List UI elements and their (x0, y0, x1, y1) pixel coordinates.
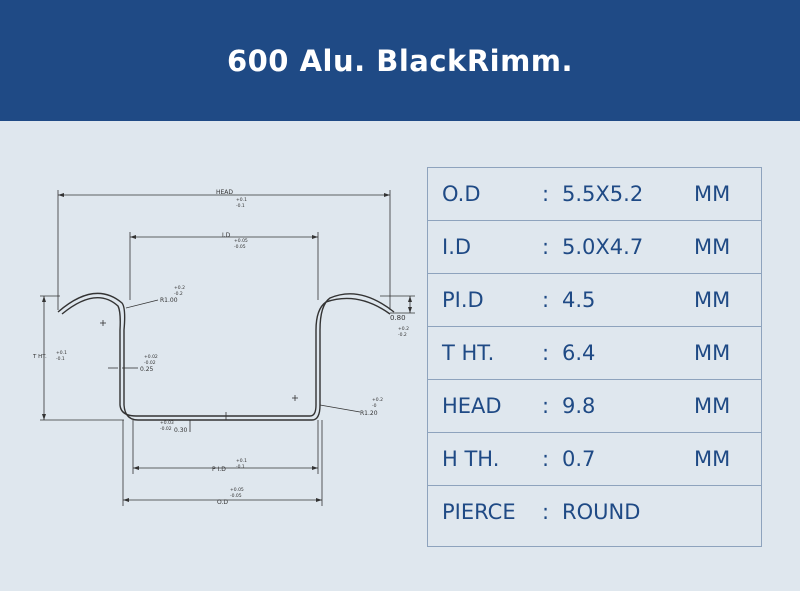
head-tol-plus: +0.1 (236, 197, 247, 203)
tht-tol-minus: -0.1 (56, 356, 65, 362)
spec-colon: : (542, 500, 550, 524)
spec-table: O.D : 5.5X5.2 MM I.D : 5.0X4.7 MM PI.D :… (427, 167, 762, 547)
spec-colon: : (542, 394, 550, 418)
head-tol-minus: -0.1 (236, 203, 245, 209)
id-dim-label: I.D (222, 232, 231, 239)
spec-row-head: HEAD : 9.8 MM (428, 380, 761, 433)
thickness-top-label: 0.80 (390, 314, 406, 322)
spec-unit: MM (694, 447, 731, 471)
spec-label: PIERCE (442, 500, 516, 524)
spec-value: 0.7 (562, 447, 596, 471)
radius-bottom-label: R1.20 (360, 410, 378, 417)
thickness-top-tol-minus: -0.2 (398, 332, 407, 338)
spec-colon: : (542, 235, 550, 259)
rim-profile-outer (57, 292, 395, 421)
spec-unit: MM (694, 394, 731, 418)
spec-label: PI.D (442, 288, 484, 312)
spec-row-hth: H TH. : 0.7 MM (428, 433, 761, 486)
spec-row-id: I.D : 5.0X4.7 MM (428, 221, 761, 274)
spec-label: I.D (442, 235, 472, 259)
spec-value: ROUND (562, 500, 641, 524)
radius-top-label: R1.00 (160, 297, 178, 304)
radius-bottom-tol-minus: -0 (372, 403, 377, 409)
od-tol-plus: +0.05 (230, 487, 244, 493)
spec-unit: MM (694, 182, 731, 206)
spec-label: H TH. (442, 447, 500, 471)
spec-value: 6.4 (562, 341, 596, 365)
pid-tol-plus: +0.1 (236, 458, 247, 464)
head-dim-label: HEAD (216, 189, 233, 196)
spec-colon: : (542, 447, 550, 471)
spec-colon: : (542, 288, 550, 312)
rim-profile-inner (61, 297, 391, 417)
bottom-tol-minus: -0.02 (160, 426, 172, 432)
radius-top-tol-minus: -0.2 (174, 291, 183, 297)
spec-value: 5.0X4.7 (562, 235, 644, 259)
title-banner: 600 Alu. BlackRimm. (0, 0, 800, 121)
id-tol-plus: +0.05 (234, 238, 248, 244)
spec-colon: : (542, 341, 550, 365)
id-tol-minus: -0.05 (234, 244, 246, 250)
spec-label: O.D (442, 182, 481, 206)
spec-value: 5.5X5.2 (562, 182, 644, 206)
spec-label: T HT. (442, 341, 495, 365)
tht-dim-label: T HT. (32, 354, 47, 360)
rim-cross-section-drawing: HEAD +0.1 -0.1 I.D +0.05 -0.05 R1.00 +0.… (32, 189, 415, 506)
thickness-top-tol-plus: +0.2 (398, 326, 409, 332)
pid-dim-label: P I.D (212, 466, 226, 473)
spec-value: 4.5 (562, 288, 596, 312)
spec-value: 9.8 (562, 394, 596, 418)
spec-colon: : (542, 182, 550, 206)
tht-tol-plus: +0.1 (56, 350, 67, 356)
radius-top-tol-plus: +0.2 (174, 285, 185, 291)
od-dim-label: O.D (217, 499, 228, 506)
spec-unit: MM (694, 235, 731, 259)
spec-row-pierce: PIERCE : ROUND (428, 486, 761, 539)
wall-thickness-label: 0.25 (140, 366, 154, 373)
spec-row-pid: PI.D : 4.5 MM (428, 274, 761, 327)
spec-label: HEAD (442, 394, 502, 418)
bottom-thickness-label: 0.30 (174, 427, 188, 434)
wall-tol-plus: +0.02 (144, 354, 158, 360)
page-title: 600 Alu. BlackRimm. (226, 43, 574, 78)
radius-bottom-tol-plus: +0.2 (372, 397, 383, 403)
spec-unit: MM (694, 341, 731, 365)
od-tol-minus: -0.05 (230, 493, 242, 499)
spec-row-od: O.D : 5.5X5.2 MM (428, 168, 761, 221)
spec-unit: MM (694, 288, 731, 312)
pid-tol-minus: -0.1 (236, 464, 245, 470)
bottom-tol-plus: +0.03 (160, 420, 174, 426)
spec-row-tht: T HT. : 6.4 MM (428, 327, 761, 380)
wall-tol-minus: -0.02 (144, 360, 156, 366)
